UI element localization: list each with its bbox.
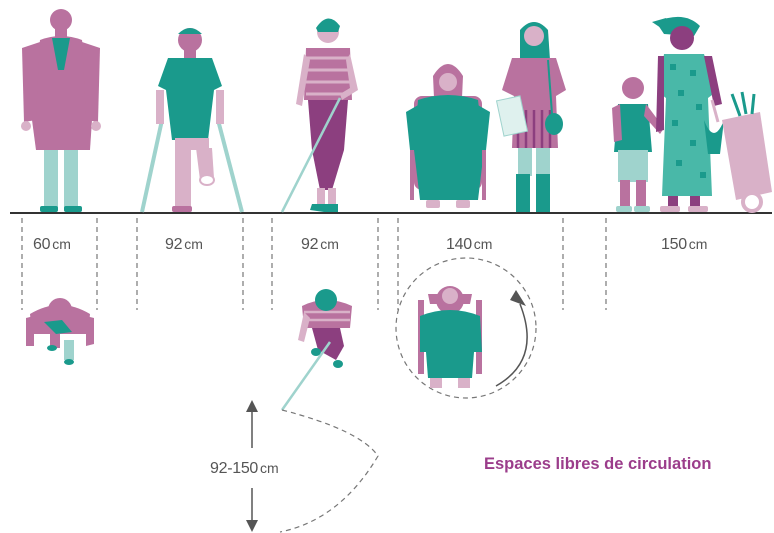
arrow-up-head	[246, 400, 258, 412]
child-icon	[612, 77, 664, 212]
diagram-title: Espaces libres de circulation	[484, 455, 711, 474]
cane-sweep-arc	[280, 410, 378, 532]
woman-with-cart-icon	[652, 17, 772, 212]
man-with-crutches-icon	[142, 28, 242, 212]
rotation-arrow-head	[510, 290, 526, 306]
rotation-arrow-icon	[496, 304, 527, 386]
woman-with-bag-icon	[497, 22, 566, 212]
arrow-down-head	[246, 520, 258, 532]
man-with-coat-icon	[21, 9, 101, 212]
cane-user-top-view-icon	[282, 289, 352, 410]
woman-in-wheelchair-icon	[406, 64, 490, 208]
man-top-view-icon	[26, 298, 94, 365]
wheelchair-top-view-icon	[418, 286, 482, 388]
woman-with-cane-icon	[282, 18, 358, 212]
